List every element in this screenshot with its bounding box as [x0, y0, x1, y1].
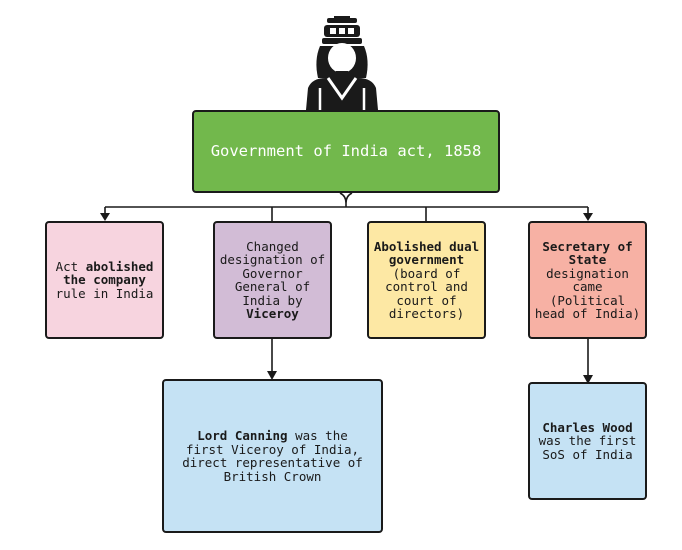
root-label: Government of India act, 1858 — [210, 141, 482, 160]
node-secretary-of-state-text: Secretary of State designation came (Pol… — [534, 238, 641, 321]
node-abolished-company-text: Act abolished the company rule in India — [55, 258, 154, 301]
node-secretary-of-state: Secretary of State designation came (Pol… — [528, 221, 647, 339]
root-node: Government of India act, 1858 — [192, 110, 500, 193]
node-charles-wood: Charles Wood was the first SoS of India — [528, 382, 647, 500]
node-viceroy-designation: Changed designation of Governor General … — [213, 221, 332, 339]
node-dual-government-text: Abolished dual government (board of cont… — [373, 238, 480, 321]
queen-icon — [306, 16, 378, 110]
node-charles-wood-text: Charles Wood was the first SoS of India — [538, 419, 637, 462]
node-lord-canning: Lord Canning was the first Viceroy of In… — [162, 379, 383, 533]
node-dual-government: Abolished dual government (board of cont… — [367, 221, 486, 339]
node-viceroy-designation-text: Changed designation of Governor General … — [219, 238, 326, 321]
node-abolished-company: Act abolished the company rule in India — [45, 221, 164, 339]
node-lord-canning-text: Lord Canning was the first Viceroy of In… — [182, 428, 363, 484]
